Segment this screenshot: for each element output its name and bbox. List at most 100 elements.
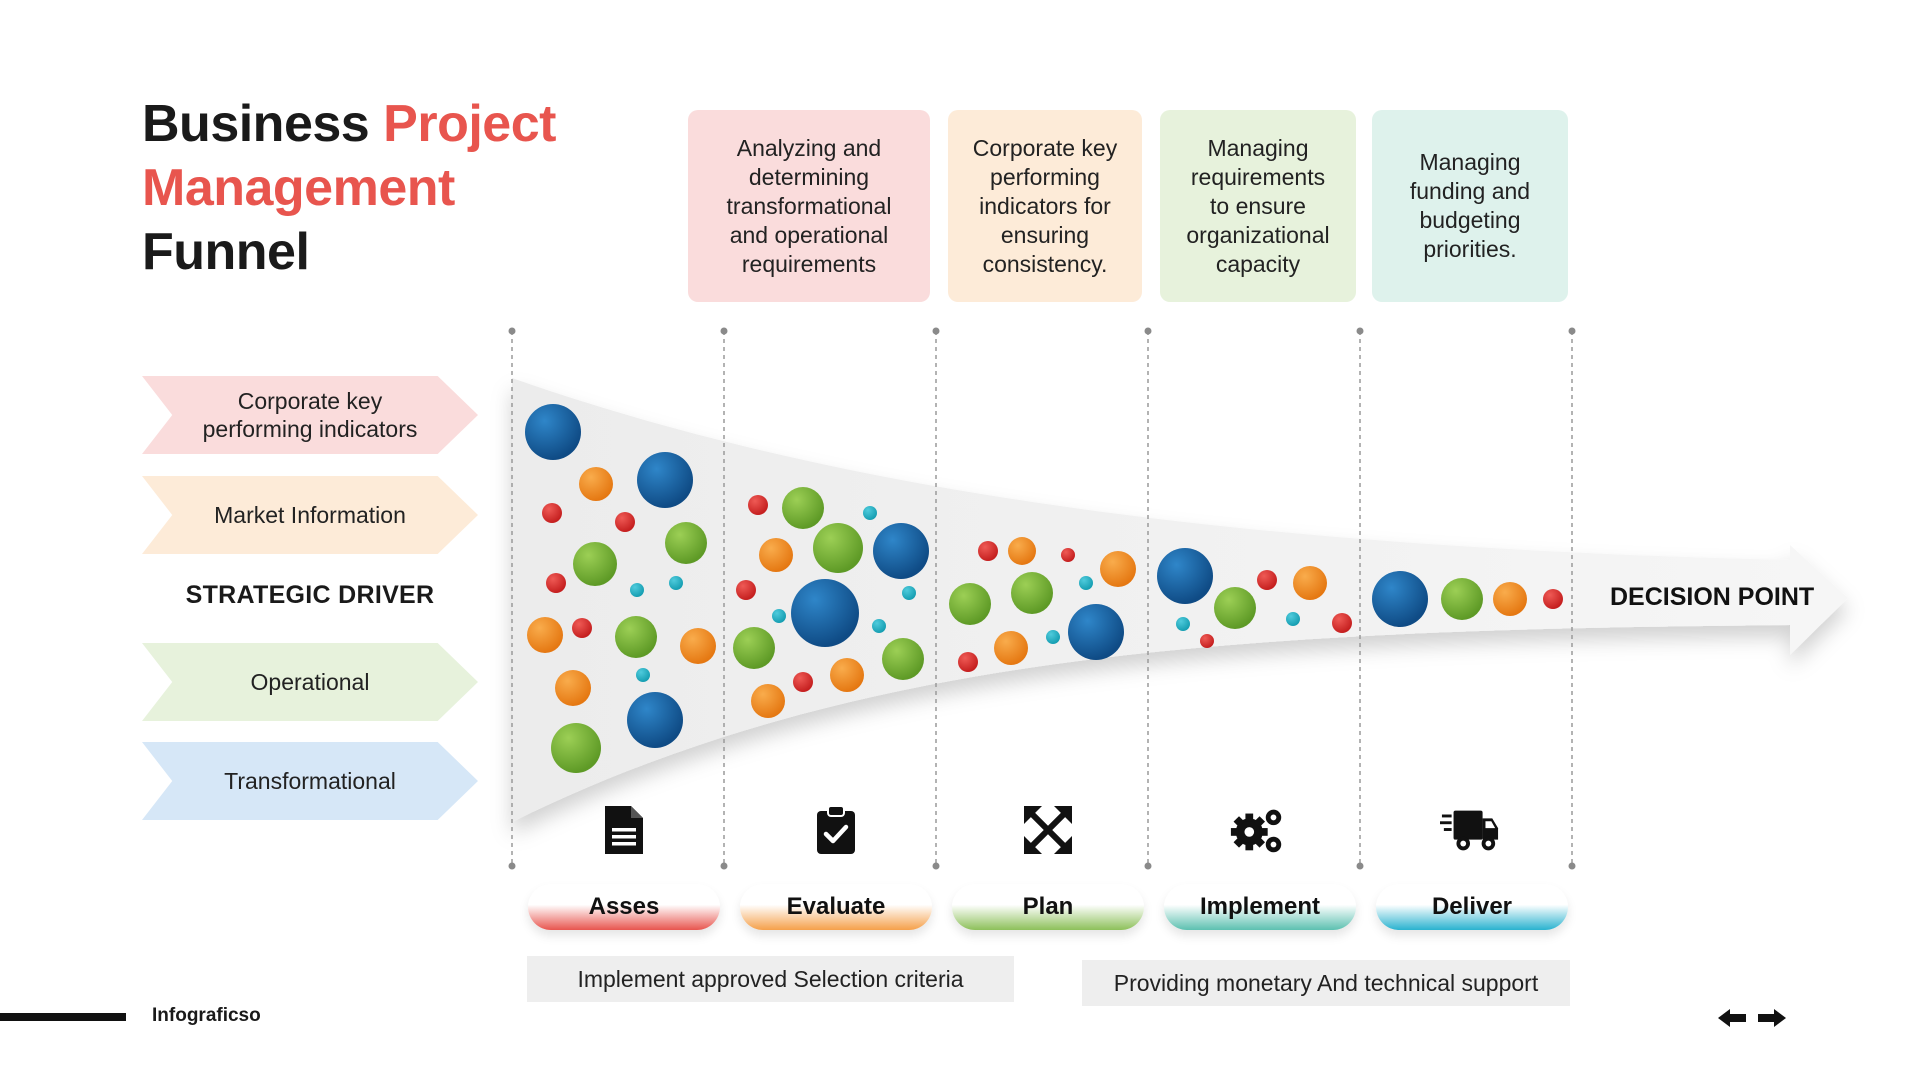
stage-divider-dot bbox=[508, 327, 516, 335]
gears-icon bbox=[1228, 800, 1288, 860]
funnel-ball bbox=[1008, 537, 1036, 565]
next-arrow-icon[interactable] bbox=[1758, 1009, 1786, 1027]
funnel-ball bbox=[902, 586, 916, 600]
funnel-ball bbox=[636, 668, 650, 682]
driver-operational: Operational bbox=[142, 643, 478, 721]
stage-divider-dot bbox=[1568, 862, 1576, 870]
funnel-ball bbox=[949, 583, 991, 625]
funnel-ball bbox=[665, 522, 707, 564]
funnel-ball bbox=[1011, 572, 1053, 614]
funnel-ball bbox=[1332, 613, 1352, 633]
funnel-ball bbox=[1493, 582, 1527, 616]
funnel-ball bbox=[958, 652, 978, 672]
funnel-balls bbox=[525, 404, 1563, 773]
funnel-ball bbox=[1293, 566, 1327, 600]
funnel-ball bbox=[994, 631, 1028, 665]
stage-evaluate[interactable]: Evaluate bbox=[740, 884, 932, 930]
funnel-ball bbox=[1441, 578, 1483, 620]
note-monetary-support: Providing monetary And technical support bbox=[1082, 960, 1570, 1006]
funnel-ball bbox=[1200, 634, 1214, 648]
funnel-ball bbox=[1068, 604, 1124, 660]
funnel-ball bbox=[546, 573, 566, 593]
prev-arrow-icon[interactable] bbox=[1718, 1009, 1746, 1027]
funnel-ball bbox=[630, 583, 644, 597]
stage-description-evaluate: Corporate key performing indicators for … bbox=[948, 110, 1142, 302]
funnel-ball bbox=[525, 404, 581, 460]
funnel-ball bbox=[733, 627, 775, 669]
expand-arrows-icon bbox=[1018, 800, 1078, 860]
funnel-ball bbox=[1046, 630, 1060, 644]
stage-plan[interactable]: Plan bbox=[952, 884, 1144, 930]
stage-divider-dot bbox=[1356, 862, 1364, 870]
decision-point-label: DECISION POINT bbox=[1610, 583, 1814, 611]
note-selection-criteria: Implement approved Selection criteria bbox=[527, 956, 1014, 1002]
stage-description-implement: Managing funding and budgeting prioritie… bbox=[1372, 110, 1568, 302]
stage-divider-dot bbox=[1144, 327, 1152, 335]
funnel-ball bbox=[748, 495, 768, 515]
stage-dividers bbox=[508, 327, 1576, 870]
page-title: Business Project Management Funnel bbox=[142, 92, 556, 284]
stage-divider-dot bbox=[1356, 327, 1364, 335]
stage-description-asses: Analyzing and determining transformation… bbox=[688, 110, 930, 302]
strategic-driver-label: STRATEGIC DRIVER bbox=[185, 580, 435, 609]
funnel-ball bbox=[555, 670, 591, 706]
funnel-ball bbox=[751, 684, 785, 718]
funnel-ball bbox=[1157, 548, 1213, 604]
stage-divider-dot bbox=[508, 862, 516, 870]
funnel-ball bbox=[615, 512, 635, 532]
funnel-ball bbox=[1079, 576, 1093, 590]
stage-divider-dot bbox=[932, 327, 940, 335]
document-icon bbox=[594, 800, 654, 860]
funnel-ball bbox=[793, 672, 813, 692]
title-accent: Project bbox=[383, 95, 556, 153]
funnel-ball bbox=[872, 619, 886, 633]
funnel-ball bbox=[813, 523, 863, 573]
funnel-ball bbox=[759, 538, 793, 572]
title-part1: Business bbox=[142, 95, 384, 153]
footer-bar bbox=[0, 1013, 126, 1021]
stage-divider-dot bbox=[932, 862, 940, 870]
clipboard-check-icon bbox=[806, 800, 866, 860]
funnel-ball bbox=[1100, 551, 1136, 587]
funnel-ball bbox=[830, 658, 864, 692]
funnel-ball bbox=[1214, 587, 1256, 629]
funnel-ball bbox=[1286, 612, 1300, 626]
funnel-ball bbox=[669, 576, 683, 590]
funnel-ball bbox=[782, 487, 824, 529]
funnel-ball bbox=[527, 617, 563, 653]
funnel-ball bbox=[572, 618, 592, 638]
delivery-truck-icon bbox=[1440, 800, 1500, 860]
stage-divider-dot bbox=[720, 862, 728, 870]
funnel-ball bbox=[615, 616, 657, 658]
nav-arrows bbox=[1716, 1006, 1788, 1035]
funnel-ball bbox=[542, 503, 562, 523]
driver-market-information: Market Information bbox=[142, 476, 478, 554]
funnel-ball bbox=[680, 628, 716, 664]
funnel-ball bbox=[863, 506, 877, 520]
funnel-ball bbox=[791, 579, 859, 647]
funnel-ball bbox=[573, 542, 617, 586]
funnel-ball bbox=[882, 638, 924, 680]
stage-description-plan: Managing requirements to ensure organiza… bbox=[1160, 110, 1356, 302]
funnel-ball bbox=[978, 541, 998, 561]
funnel-ball bbox=[1176, 617, 1190, 631]
title-part3: Funnel bbox=[142, 223, 310, 281]
funnel-ball bbox=[579, 467, 613, 501]
funnel-ball bbox=[637, 452, 693, 508]
footer-brand: Infograficso bbox=[152, 1005, 261, 1026]
funnel-ball bbox=[551, 723, 601, 773]
funnel-ball bbox=[1257, 570, 1277, 590]
driver-transformational: Transformational bbox=[142, 742, 478, 820]
funnel-ball bbox=[1061, 548, 1075, 562]
funnel-ball bbox=[1372, 571, 1428, 627]
funnel-ball bbox=[627, 692, 683, 748]
stage-deliver[interactable]: Deliver bbox=[1376, 884, 1568, 930]
funnel-ball bbox=[1543, 589, 1563, 609]
stage-asses[interactable]: Asses bbox=[528, 884, 720, 930]
stage-implement[interactable]: Implement bbox=[1164, 884, 1356, 930]
funnel-ball bbox=[873, 523, 929, 579]
funnel-ball bbox=[772, 609, 786, 623]
stage-divider-dot bbox=[1144, 862, 1152, 870]
